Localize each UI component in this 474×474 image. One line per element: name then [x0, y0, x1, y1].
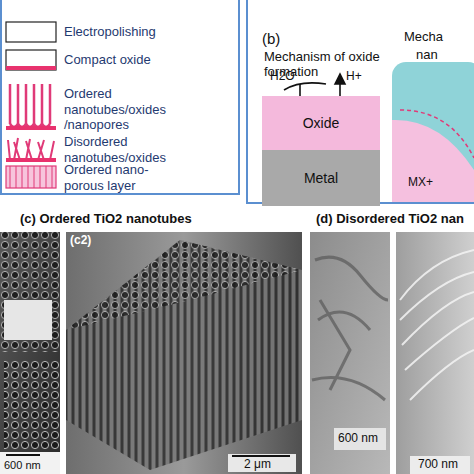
subpanel-label: (c2) — [70, 234, 91, 248]
scale-label: 2 μm — [244, 458, 271, 472]
cut-heading: nan — [416, 48, 438, 63]
metal-layer: Metal — [262, 150, 380, 206]
scale-label: 600 nm — [338, 432, 378, 446]
legend-text: Compact oxide — [64, 52, 234, 68]
ion-label: H+ — [346, 70, 362, 84]
panel-title: (d) Disordered TiO2 nan — [316, 212, 464, 227]
legend-text: Ordered nanotubes/oxides /nanopores — [64, 86, 172, 133]
legend-text: Disordered nanotubes/oxides — [64, 134, 184, 165]
ion-label: MX+ — [408, 176, 433, 190]
legend-text: Electropolishing — [64, 24, 234, 40]
node-text: Metal — [304, 170, 338, 186]
molecule-label: H2O — [270, 70, 295, 84]
scale-label: 600 nm — [4, 459, 41, 472]
node-text: Oxide — [303, 115, 340, 131]
legend-text: Ordered nano-porous layer — [64, 162, 174, 193]
oxide-layer: Oxide — [262, 96, 380, 150]
scale-label: 700 nm — [418, 458, 458, 472]
cut-heading: Mecha — [404, 30, 443, 45]
panel-letter: (b) — [262, 30, 280, 47]
panel-title: (c) Ordered TiO2 nanotubes — [20, 212, 192, 227]
